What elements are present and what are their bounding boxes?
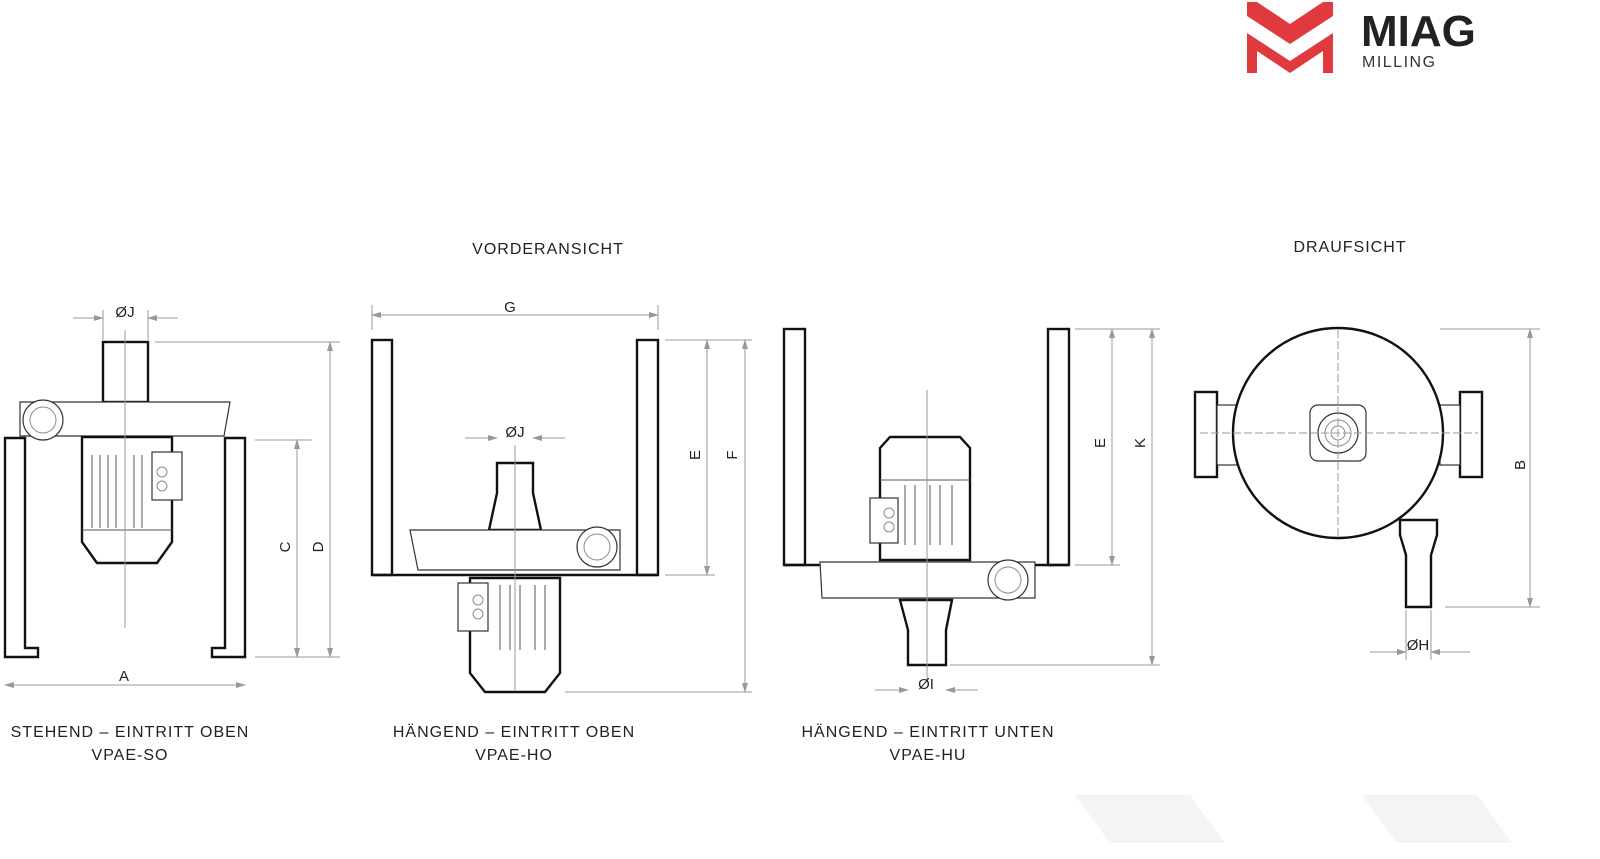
- dim-label-f: F: [724, 450, 741, 459]
- front-view-heading: VORDERANSICHT: [472, 241, 624, 258]
- drawing-vpae-ho: G ØJ E F: [370, 299, 752, 694]
- drawing-vpae-hu: ØI E K: [782, 327, 1160, 693]
- dim-label-c: C: [277, 541, 294, 552]
- caption-code-ho: VPAE-HO: [475, 747, 553, 764]
- logo-brand-text: MIAG: [1361, 7, 1476, 56]
- drawing-top-view: B ØH: [1193, 326, 1540, 660]
- dim-label-k: K: [1132, 438, 1149, 448]
- caption-code-hu: VPAE-HU: [890, 747, 967, 764]
- dim-label-i: ØI: [918, 676, 934, 693]
- dim-label-d: D: [310, 541, 327, 552]
- decorative-shape: [1362, 795, 1512, 843]
- dim-label-j: ØJ: [115, 304, 134, 321]
- dim-label-e-2: E: [1092, 438, 1109, 448]
- top-view-heading: DRAUFSICHT: [1293, 239, 1406, 256]
- logo-sub-text: MILLING: [1362, 54, 1437, 71]
- dim-label-a: A: [119, 668, 129, 685]
- caption-title-so: STEHEND – EINTRITT OBEN: [11, 724, 250, 741]
- caption-title-ho: HÄNGEND – EINTRITT OBEN: [393, 723, 635, 741]
- dim-label-h: ØH: [1407, 637, 1430, 654]
- miag-logo: MIAG MILLING: [1247, 2, 1476, 73]
- caption-title-hu: HÄNGEND – EINTRITT UNTEN: [801, 723, 1054, 741]
- dim-label-g: G: [504, 299, 516, 316]
- dim-label-b: B: [1512, 460, 1529, 470]
- caption-code-so: VPAE-SO: [92, 747, 169, 764]
- decorative-shape: [1075, 795, 1225, 843]
- drawing-vpae-so: ØJ A C D: [3, 304, 340, 688]
- dim-label-j-2: ØJ: [505, 424, 524, 441]
- dim-label-e: E: [687, 450, 704, 460]
